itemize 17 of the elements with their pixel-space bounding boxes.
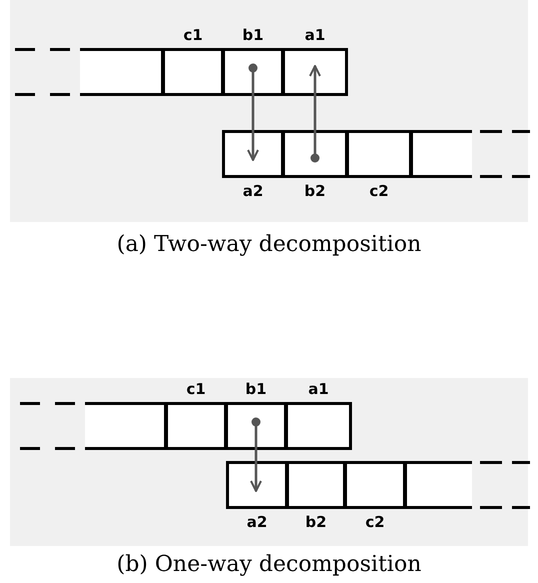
cell-label: a1 bbox=[304, 26, 326, 44]
pointer-arrow bbox=[247, 64, 259, 161]
cell-label: c2 bbox=[364, 513, 386, 531]
cell-label: c1 bbox=[185, 380, 207, 398]
cell-label: c1 bbox=[182, 26, 204, 44]
cell-label: b1 bbox=[241, 26, 265, 44]
cell-label: b2 bbox=[303, 182, 327, 200]
pointer-arrow bbox=[309, 65, 321, 162]
figure-caption: (a) Two-way decomposition bbox=[116, 232, 422, 257]
cell-label: a1 bbox=[307, 380, 330, 398]
cell-label: b2 bbox=[304, 513, 328, 531]
pointer-arrow bbox=[250, 418, 262, 492]
cell-label: a2 bbox=[242, 182, 264, 200]
figure-caption: (b) One-way decomposition bbox=[116, 552, 422, 577]
cell-label: b1 bbox=[244, 380, 268, 398]
cell-label: a2 bbox=[246, 513, 268, 531]
cell-label: c2 bbox=[368, 182, 390, 200]
